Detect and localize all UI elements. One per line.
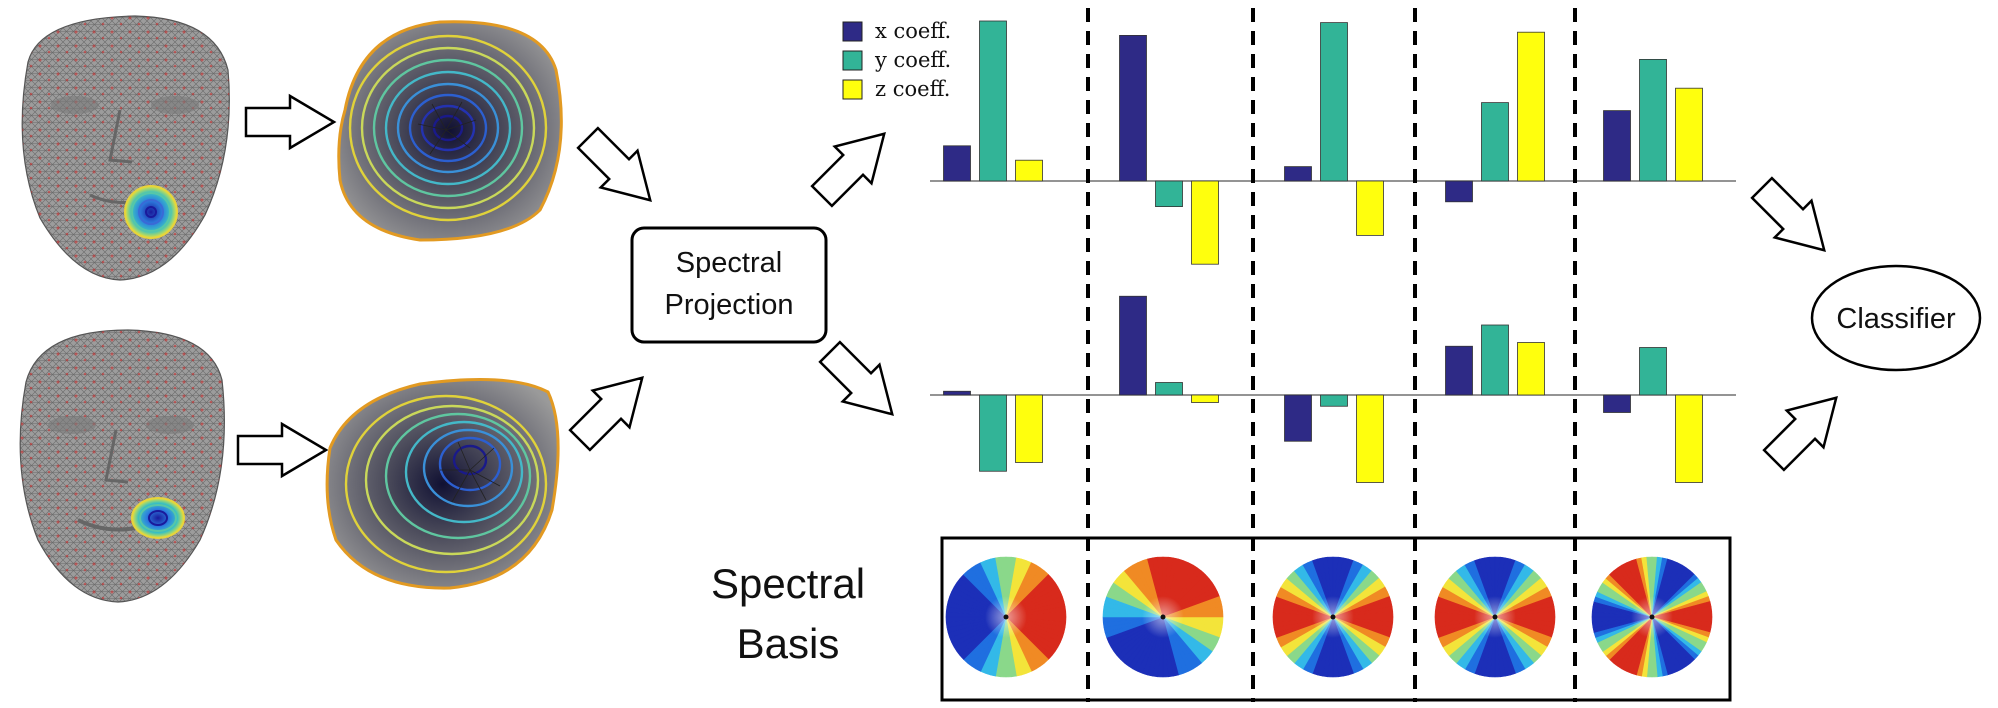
bar-panel2-basis4-x — [1445, 345, 1473, 396]
bar-panel1-basis1-z — [1015, 159, 1043, 182]
bar-panel2-basis1-y — [979, 394, 1007, 472]
arrow-up-right-icon — [568, 376, 644, 452]
projection-label-line2: Projection — [665, 289, 794, 321]
geodesic-map-bottom — [325, 378, 560, 590]
hotspot-contours — [124, 185, 178, 239]
arrow-down-right-icon — [818, 340, 894, 416]
bar-panel1-basis3-z — [1356, 180, 1384, 236]
basis-center-dot — [1330, 614, 1336, 620]
basis-center-dot — [1649, 614, 1655, 620]
hotspot-contours — [131, 497, 185, 539]
bar-panel1-basis4-y — [1481, 102, 1509, 182]
legend-swatch-z — [842, 79, 863, 100]
legend-label-y: y coeff. — [874, 48, 951, 72]
legend-swatch-y — [842, 50, 863, 71]
bar-panel1-basis2-z — [1191, 180, 1219, 265]
basis-center-dot — [1492, 614, 1498, 620]
bar-panel2-basis1-z — [1015, 394, 1043, 463]
bar-panel2-basis4-z — [1517, 342, 1545, 396]
chart-legend: x coeff. y coeff. z coeff. — [842, 19, 951, 101]
basis-center-dot — [1003, 614, 1009, 620]
arrow-up-right-icon — [810, 132, 886, 208]
bar-panel1-basis1-y — [979, 20, 1007, 182]
classifier-node: Classifier — [1810, 264, 1982, 372]
bar-panel2-basis4-y — [1481, 324, 1509, 396]
bar-panel2-basis2-y — [1155, 382, 1183, 396]
bar-panel1-basis4-x — [1445, 180, 1473, 203]
bar-panel2-basis5-x — [1603, 394, 1631, 413]
face-mesh-neutral — [21, 15, 230, 281]
bar-panel2-basis2-z — [1191, 394, 1219, 403]
basis-disc-1 — [945, 556, 1067, 678]
spectral-projection-box: Spectral Projection — [630, 226, 828, 344]
basis-disc-2 — [1102, 556, 1224, 678]
arrow-right-icon — [236, 421, 329, 479]
bar-panel1-basis5-y — [1639, 59, 1667, 182]
bar-panel2-basis2-x — [1119, 295, 1147, 396]
legend-swatch-x — [842, 21, 863, 42]
projection-label-line1: Spectral — [676, 247, 782, 279]
bar-panel2-basis3-z — [1356, 394, 1384, 483]
classifier-label: Classifier — [1836, 303, 1956, 335]
bar-panel2-basis5-z — [1675, 394, 1703, 483]
basis-disc-3 — [1272, 556, 1394, 678]
arrow-down-right-icon — [576, 126, 652, 202]
bar-panel2-basis1-x — [943, 390, 971, 396]
bar-panel1-basis2-x — [1119, 35, 1147, 182]
geodesic-map-top — [337, 20, 563, 242]
arrow-up-right-icon — [1762, 396, 1838, 472]
basis-label-line1: Spectral — [711, 560, 865, 607]
basis-center-dot — [1160, 614, 1166, 620]
arrow-down-right-icon — [1750, 176, 1826, 252]
bar-panel1-basis1-x — [943, 145, 971, 182]
bar-panel2-basis3-y — [1320, 394, 1348, 407]
basis-disc-4 — [1434, 556, 1556, 678]
spectral-basis-row — [945, 556, 1713, 678]
coefficient-bar-charts — [930, 20, 1736, 483]
bar-panel1-basis4-z — [1517, 31, 1545, 182]
basis-label-line2: Basis — [737, 620, 840, 667]
bar-panel2-basis5-y — [1639, 347, 1667, 396]
basis-disc-5 — [1591, 556, 1713, 678]
legend-label-x: x coeff. — [875, 19, 951, 43]
bar-panel1-basis3-x — [1284, 166, 1312, 182]
column-separators — [1086, 8, 1577, 702]
bar-panel1-basis5-x — [1603, 110, 1631, 182]
arrow-right-icon — [244, 93, 337, 151]
bar-panel1-basis5-z — [1675, 87, 1703, 182]
bar-panel1-basis3-y — [1320, 22, 1348, 182]
bar-panel2-basis3-x — [1284, 394, 1312, 442]
face-mesh-expression — [19, 329, 225, 603]
basis-frame — [940, 536, 1732, 702]
bar-panel1-basis2-y — [1155, 180, 1183, 208]
legend-label-z: z coeff. — [875, 77, 950, 101]
